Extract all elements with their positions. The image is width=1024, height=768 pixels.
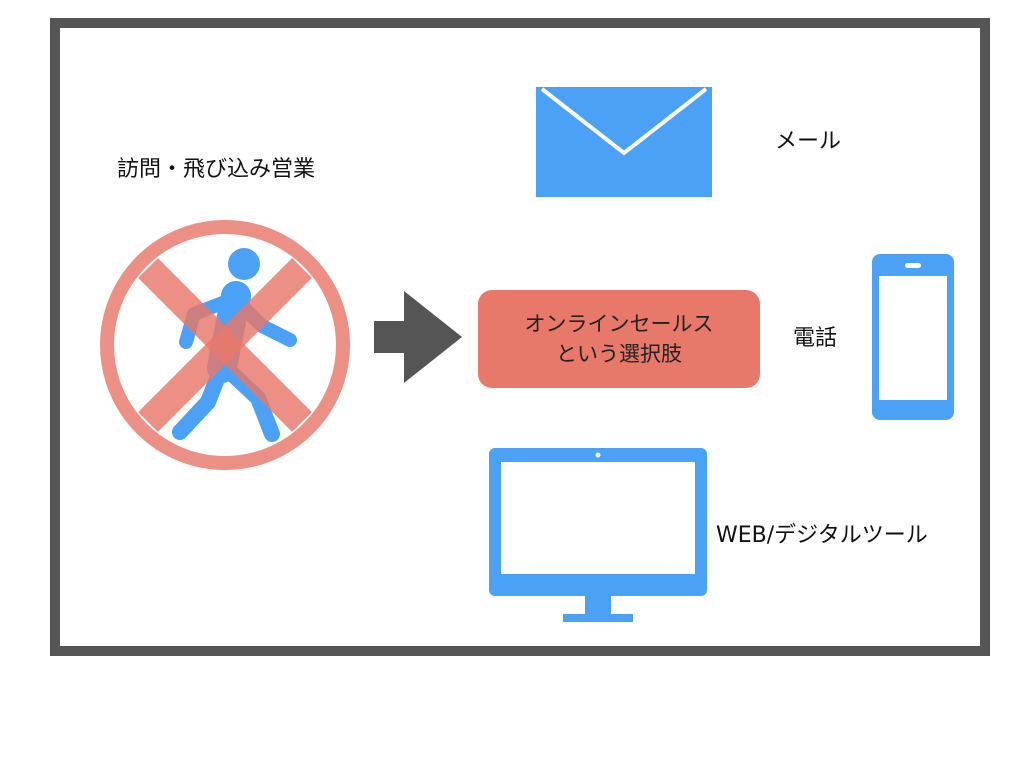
prohibited-walking-person-icon [100,220,350,470]
smartphone-icon [872,254,954,420]
online-sales-line2: という選択肢 [556,342,682,366]
mail-label: メール [775,129,842,154]
visit-sales-label: 訪問・飛び込み営業 [117,157,316,182]
envelope-icon [536,87,712,197]
online-sales-box: オンラインセールス という選択肢 [478,290,760,388]
monitor-icon [489,448,707,622]
web-tools-label: WEB/デジタルツール [716,523,928,548]
online-sales-line1: オンラインセールス [524,311,714,336]
phone-label: 電話 [793,326,838,351]
right-arrow-icon [374,291,462,383]
